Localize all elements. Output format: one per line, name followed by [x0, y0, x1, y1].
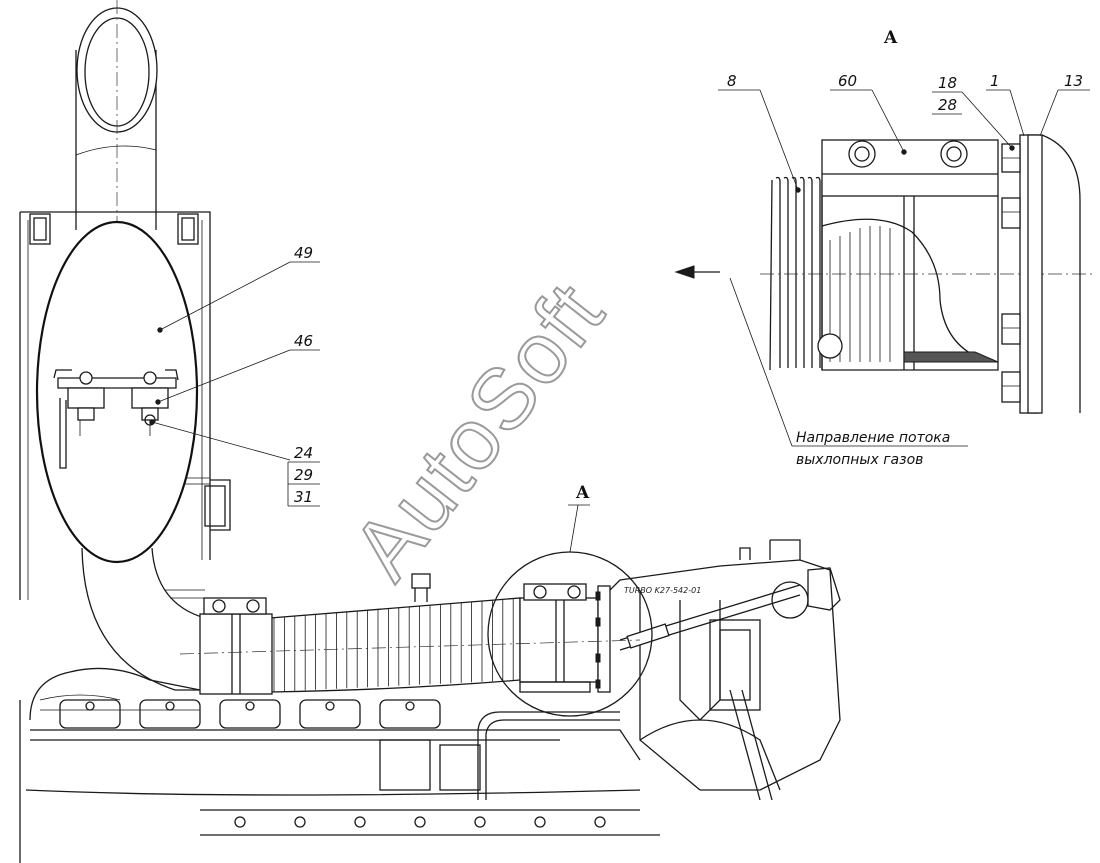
- label-29: 29: [294, 466, 313, 484]
- label-31: 31: [294, 488, 313, 506]
- label-60: 60: [838, 72, 857, 90]
- label-24: 24: [294, 444, 313, 462]
- view-letter-top: A: [883, 28, 898, 48]
- view-letter-callout: A: [575, 483, 590, 503]
- flow-direction-line2: выхлопных газов: [796, 452, 923, 468]
- left-callouts: 49 46 24 29 31: [149, 244, 320, 507]
- manifold-bosses: [59, 699, 441, 729]
- flange-bolts: [1001, 143, 1021, 403]
- lower-bolts: [234, 739, 606, 828]
- flexible-exhaust-hose: [179, 583, 641, 695]
- label-8: 8: [727, 72, 737, 90]
- label-49: 49: [294, 244, 313, 262]
- turbo-marking: TURBO K27-542-01: [624, 586, 701, 595]
- label-1: 1: [990, 72, 1000, 90]
- label-46: 46: [294, 332, 313, 350]
- label-28: 28: [938, 96, 957, 114]
- detail-view-callout: A: [487, 483, 653, 717]
- detail-view-a: A: [674, 28, 1095, 468]
- engine-block: TURBO K27-542-01: [19, 539, 841, 863]
- flow-direction-line1: Направление потока: [796, 430, 950, 446]
- label-18: 18: [938, 74, 957, 92]
- label-13: 13: [1064, 72, 1083, 90]
- exhaust-pipe-and-muffler: [19, 0, 231, 691]
- watermark-autosoft: AutoSoft: [334, 265, 623, 597]
